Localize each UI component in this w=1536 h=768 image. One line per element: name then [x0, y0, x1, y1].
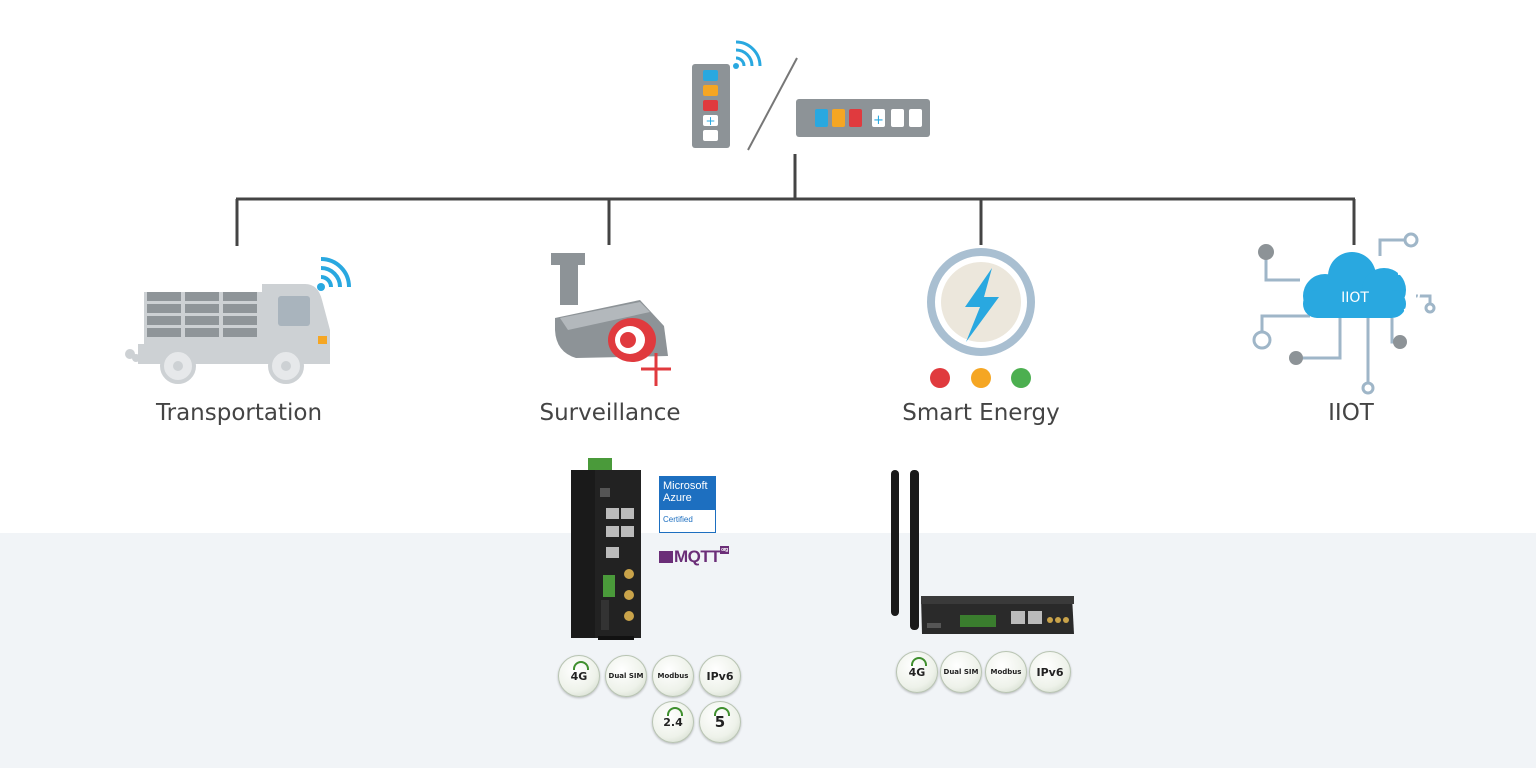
badge-modbus: Modbus — [652, 655, 694, 697]
horizontal-router-icon: + — [796, 99, 930, 137]
iiot-cloud-icon: IIOT — [1252, 232, 1436, 395]
din-rail-router-image — [571, 458, 641, 640]
wifi-icon-truck — [317, 257, 351, 291]
category-label-smart-energy: Smart Energy — [902, 400, 1060, 426]
badge-dual-sim: Dual SIM — [605, 655, 647, 697]
mqtt-org-text: org — [720, 546, 729, 554]
truck-icon — [125, 284, 330, 384]
mqtt-text: MQTT — [674, 547, 721, 566]
status-dots — [930, 368, 1031, 388]
badge-modbus: Modbus — [985, 651, 1027, 693]
badge-ipv6: IPv6 — [699, 655, 741, 697]
azure-line1: Microsoft — [663, 480, 708, 492]
microsoft-azure-certified-logo: Microsoft Azure Certified — [659, 476, 716, 533]
azure-line3: Certified — [663, 515, 693, 524]
badge-dual-sim: Dual SIM — [940, 651, 982, 693]
badge-4g: 4G — [558, 655, 600, 697]
lightning-energy-icon — [927, 248, 1035, 356]
security-camera-icon — [551, 253, 671, 386]
azure-line2: Azure — [663, 492, 692, 504]
category-label-iiot: IIOT — [1328, 400, 1374, 426]
svg-text:+: + — [705, 114, 715, 128]
vertical-router-icon: + — [692, 64, 730, 148]
divider-slash — [747, 57, 798, 151]
category-label-transportation: Transportation — [155, 400, 323, 426]
badge-ipv6: IPv6 — [1029, 651, 1071, 693]
mqtt-logo: MQTTorg — [659, 546, 729, 567]
category-label-surveillance: Surveillance — [539, 400, 681, 426]
mqtt-logo-icon — [659, 551, 673, 563]
badge-4g: 4G — [896, 651, 938, 693]
badge-wifi-2-4ghz: 2.4 — [652, 701, 694, 743]
wifi-icon-router — [733, 40, 762, 69]
badge-wifi-5ghz: 5 — [699, 701, 741, 743]
tree-connectors — [235, 154, 1356, 246]
iiot-cloud-text: IIOT — [1341, 290, 1369, 306]
svg-text:+: + — [873, 113, 884, 128]
bottom-background-band — [0, 533, 1536, 768]
desktop-router-image — [891, 470, 1074, 634]
